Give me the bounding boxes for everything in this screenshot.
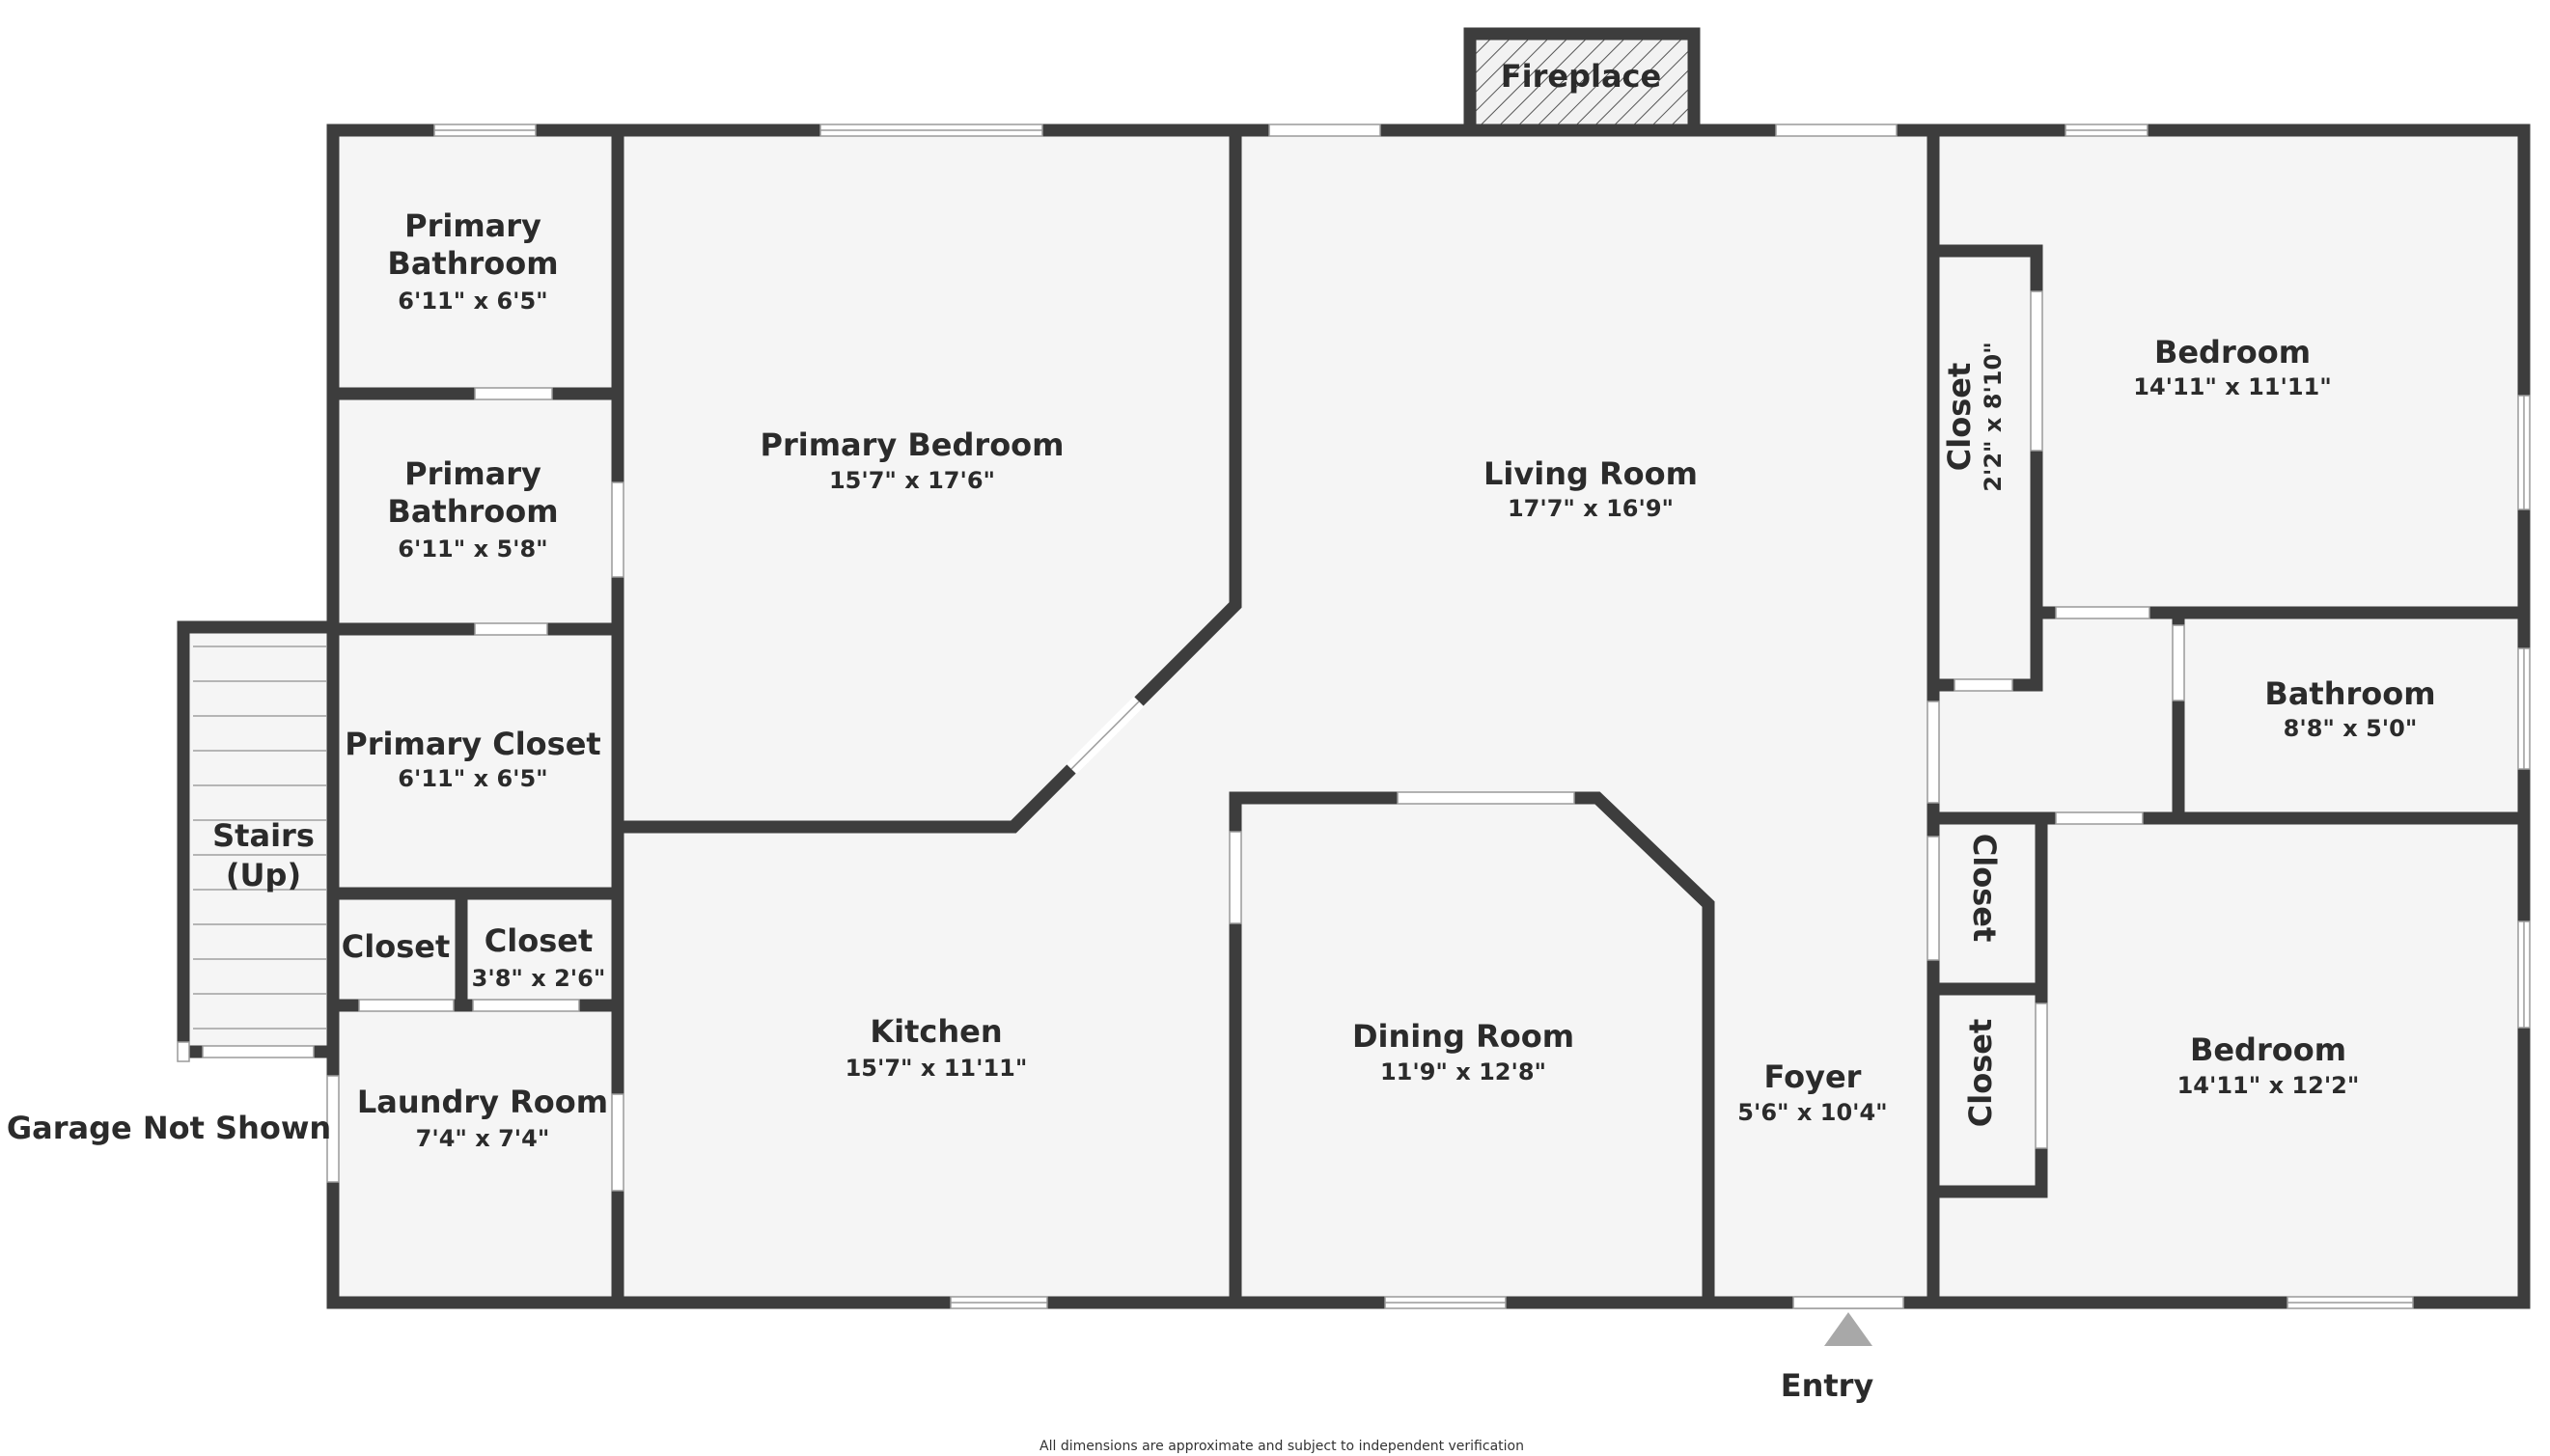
openings xyxy=(177,124,2531,1346)
room-name: Primary Closet xyxy=(345,726,600,762)
room-name: Closet xyxy=(342,928,450,965)
stairs-treads xyxy=(193,646,326,1030)
room-dimensions: 6'11" x 6'5" xyxy=(398,288,547,315)
labels: Fireplace Primary Bathroom 6'11" x 6'5" … xyxy=(7,58,2436,1454)
room-name: Bathroom xyxy=(387,245,558,282)
room-dimensions: 7'4" x 7'4" xyxy=(416,1125,550,1152)
room-name: Bedroom xyxy=(2190,1031,2346,1068)
room-dimensions: 17'7" x 16'9" xyxy=(1508,495,1674,522)
room-name: Bathroom xyxy=(2264,675,2435,712)
room-name: Foyer xyxy=(1764,1058,1862,1095)
room-dimensions: 14'11" x 12'2" xyxy=(2177,1072,2360,1099)
entry-label: Entry xyxy=(1781,1367,1874,1404)
room-name: Bedroom xyxy=(2154,334,2311,371)
room-name: Laundry Room xyxy=(357,1084,608,1120)
fireplace-label: Fireplace xyxy=(1501,58,1661,95)
room-name: (Up) xyxy=(226,857,301,893)
room-name: Stairs xyxy=(212,817,315,854)
room-name: Primary Bedroom xyxy=(760,426,1064,463)
room-name: Kitchen xyxy=(870,1013,1002,1050)
room-dimensions: 3'8" x 2'6" xyxy=(472,965,606,992)
room-dimensions: 2'2" x 8'10" xyxy=(1980,342,2007,491)
room-dimensions: 15'7" x 17'6" xyxy=(829,467,995,494)
room-name: Closet xyxy=(1941,363,1978,471)
room-name: Closet xyxy=(485,922,593,959)
room-dimensions: 11'9" x 12'8" xyxy=(1380,1058,1546,1085)
room-dimensions: 6'11" x 6'5" xyxy=(398,765,547,792)
room-dimensions: 6'11" x 5'8" xyxy=(398,536,547,563)
footer-note: All dimensions are approximate and subje… xyxy=(1039,1439,1524,1454)
room-name: Closet xyxy=(1962,1019,1999,1127)
room-dimensions: 8'8" x 5'0" xyxy=(2284,715,2418,742)
room-dimensions: 5'6" x 10'4" xyxy=(1737,1099,1887,1126)
room-dimensions: 14'11" x 11'11" xyxy=(2133,373,2332,400)
room-name: Closet xyxy=(1966,834,2003,942)
room-dimensions: 15'7" x 11'11" xyxy=(845,1055,1028,1082)
floor-fills xyxy=(181,34,2524,1303)
room-name: Living Room xyxy=(1483,455,1698,492)
room-name: Primary xyxy=(404,455,541,492)
room-name: Dining Room xyxy=(1352,1018,1574,1055)
garage-note: Garage Not Shown xyxy=(7,1110,331,1146)
room-name: Primary xyxy=(404,207,541,244)
entry-arrow-icon xyxy=(1824,1312,1872,1346)
room-name: Bathroom xyxy=(387,493,558,530)
